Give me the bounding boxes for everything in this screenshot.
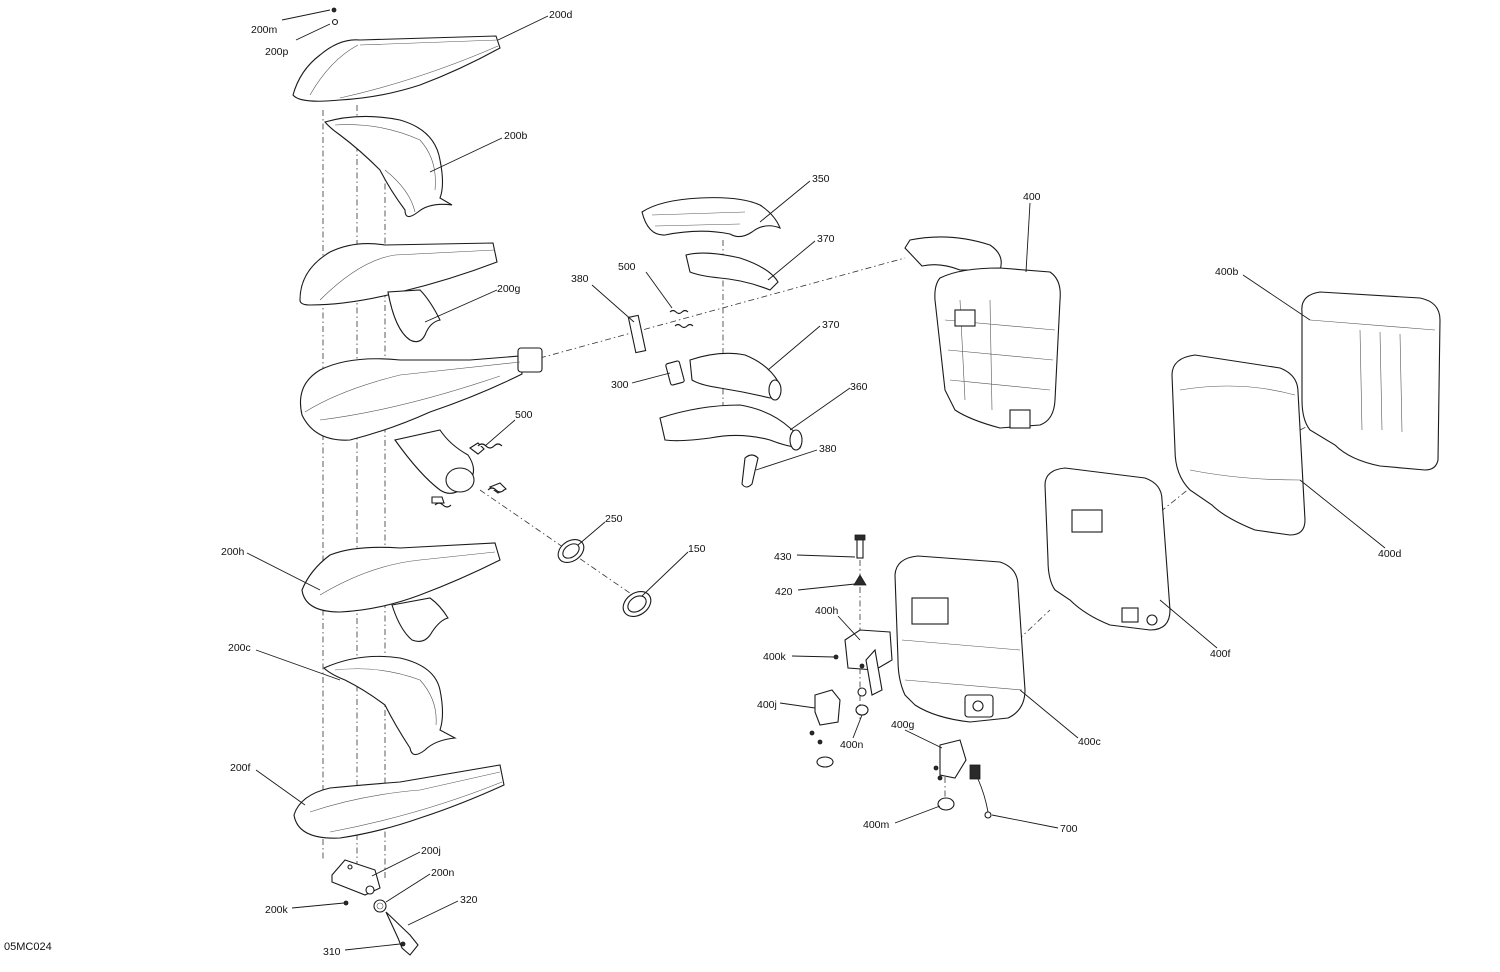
part-420-nut [853, 574, 867, 586]
part-400-muffler [904, 236, 1061, 429]
part-250-ring [557, 538, 585, 564]
callout-370-upper: 370 [817, 233, 835, 245]
callout-400d: 400d [1378, 548, 1402, 560]
leader-lines [246, 9, 1386, 951]
callout-200k: 200k [265, 904, 289, 916]
callout-370-lower: 370 [822, 319, 840, 331]
callout-400n: 400n [840, 739, 864, 751]
springs-500-upper [669, 309, 694, 329]
callout-400j: 400j [757, 699, 777, 711]
part-200d-top-shell [292, 7, 501, 102]
part-400m-mount [937, 797, 955, 811]
callout-200c: 200c [228, 642, 251, 654]
callout-400f: 400f [1210, 648, 1231, 660]
callout-700: 700 [1060, 823, 1078, 835]
callout-200m: 200m [251, 24, 278, 36]
callout-350: 350 [812, 173, 830, 185]
callout-500-upper: 500 [618, 261, 636, 273]
callout-400h: 400h [815, 605, 839, 617]
part-200b-shield [324, 115, 453, 218]
callout-200g: 200g [497, 283, 521, 295]
part-700-sensor [969, 764, 992, 819]
part-200c-shield [323, 655, 457, 756]
part-400c-lower-muffler [894, 555, 1026, 723]
part-380-clip-upper [627, 314, 647, 354]
callout-200j: 200j [421, 845, 441, 857]
part-430-bolt [854, 534, 866, 559]
callout-400k: 400k [763, 651, 787, 663]
callout-400c: 400c [1078, 736, 1101, 748]
callout-500-lower: 500 [515, 409, 533, 421]
callout-420: 420 [775, 586, 793, 598]
callout-300: 300 [611, 379, 629, 391]
callout-200n: 200n [431, 867, 455, 879]
callout-380-upper: 380 [571, 273, 589, 285]
callout-360: 360 [850, 381, 868, 393]
callout-200f: 200f [230, 762, 251, 774]
part-400n-mount [855, 687, 869, 716]
callout-200h: 200h [221, 546, 245, 558]
part-200j-bracket [331, 859, 381, 896]
callout-250: 250 [605, 513, 623, 525]
callout-430: 430 [774, 551, 792, 563]
part-300-clamp [665, 360, 685, 386]
part-380-clip-lower [741, 454, 759, 488]
callout-400b: 400b [1215, 266, 1239, 278]
springs-500-lower [434, 443, 505, 508]
part-200f-lower-shell [293, 764, 505, 839]
part-400b-cover [1301, 291, 1441, 471]
callout-320: 320 [460, 894, 478, 906]
part-200h-shell [301, 542, 501, 642]
callout-400m: 400m [863, 819, 890, 831]
part-400d-cover [1171, 354, 1306, 536]
callout-labels: 200m 200p 200d 200b 200g 380 500 350 370… [4, 9, 1402, 958]
callout-150: 150 [688, 543, 706, 555]
part-350-pipe-shield [641, 197, 781, 238]
part-400h-bracket [833, 629, 893, 696]
callout-200p: 200p [265, 46, 289, 58]
callout-200d: 200d [549, 9, 573, 21]
callout-200b: 200b [504, 130, 528, 142]
part-400j-bracket [809, 689, 841, 768]
part-200n-grommet [373, 899, 387, 913]
part-400g-bracket [933, 739, 967, 781]
part-360-pipe [659, 404, 803, 451]
callout-380-lower: 380 [819, 443, 837, 455]
part-370-upper-shield [685, 252, 779, 291]
part-main-silencer-front [299, 347, 543, 504]
callout-400g: 400g [891, 719, 915, 731]
part-320-rod [385, 911, 419, 956]
part-370-lower-pipe [689, 352, 782, 401]
part-200g-shell [299, 242, 498, 343]
part-150-gasket [622, 590, 652, 618]
callout-400: 400 [1023, 191, 1041, 203]
part-200k-screw [343, 900, 349, 906]
callout-310: 310 [323, 946, 341, 958]
part-400f-cover [1044, 467, 1171, 631]
diagram-reference-code: 05MC024 [4, 941, 52, 953]
